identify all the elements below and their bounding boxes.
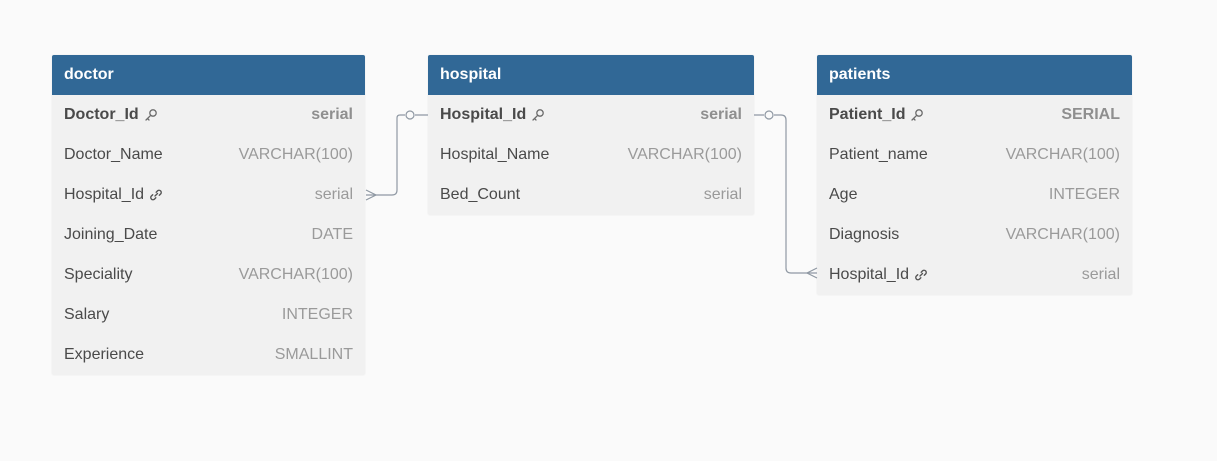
table-patients[interactable]: patients Patient_Id SERIAL Patient_name … xyxy=(817,55,1132,295)
key-icon xyxy=(145,109,157,121)
column-type: serial xyxy=(314,186,353,203)
column-name: Doctor_Id xyxy=(64,106,158,124)
table-row[interactable]: Doctor_Id serial xyxy=(52,95,365,135)
link-icon xyxy=(915,269,927,281)
column-type: serial xyxy=(703,186,742,203)
column-name: Joining_Date xyxy=(64,226,158,243)
table-hospital[interactable]: hospital Hospital_Id serial Hospital_Nam… xyxy=(428,55,754,215)
column-type: VARCHAR(100) xyxy=(238,146,353,163)
column-type: SMALLINT xyxy=(274,346,353,363)
many-marker xyxy=(365,189,378,201)
table-row[interactable]: Salary INTEGER xyxy=(52,295,365,335)
one-marker xyxy=(405,110,415,120)
column-type: VARCHAR(100) xyxy=(627,146,742,163)
key-icon xyxy=(911,109,924,121)
column-name: Age xyxy=(829,186,858,203)
column-type: INTEGER xyxy=(1048,186,1120,203)
key-icon xyxy=(532,109,545,121)
column-type: VARCHAR(100) xyxy=(1005,226,1120,243)
many-marker xyxy=(805,267,818,279)
column-type: serial xyxy=(700,106,742,123)
column-name: Experience xyxy=(64,346,145,363)
column-name: Patient_name xyxy=(829,146,928,163)
table-row[interactable]: Diagnosis VARCHAR(100) xyxy=(817,215,1132,255)
column-type: serial xyxy=(1081,266,1120,283)
column-type: serial xyxy=(311,106,353,123)
column-name: Patient_Id xyxy=(829,106,924,124)
table-row[interactable]: Joining_Date DATE xyxy=(52,215,365,255)
one-marker xyxy=(764,110,774,120)
column-type: SERIAL xyxy=(1061,106,1120,123)
column-name: Speciality xyxy=(64,266,133,283)
column-type: VARCHAR(100) xyxy=(1005,146,1120,163)
column-name: Doctor_Name xyxy=(64,146,163,163)
table-row[interactable]: Hospital_Id serial xyxy=(428,95,754,135)
column-name: Hospital_Name xyxy=(440,146,550,163)
table-header-hospital[interactable]: hospital xyxy=(428,55,754,95)
column-name: Bed_Count xyxy=(440,186,521,203)
table-row[interactable]: Patient_Id SERIAL xyxy=(817,95,1132,135)
column-type: INTEGER xyxy=(281,306,353,323)
column-type: VARCHAR(100) xyxy=(238,266,353,283)
link-icon xyxy=(150,189,162,201)
table-row[interactable]: Speciality VARCHAR(100) xyxy=(52,255,365,295)
table-row[interactable]: Hospital_Id serial xyxy=(52,175,365,215)
table-doctor[interactable]: doctor Doctor_Id serial Doctor_Name VARC… xyxy=(52,55,365,375)
relationship-hospital-patients[interactable] xyxy=(754,110,818,279)
table-row[interactable]: Doctor_Name VARCHAR(100) xyxy=(52,135,365,175)
table-row[interactable]: Age INTEGER xyxy=(817,175,1132,215)
table-header-doctor[interactable]: doctor xyxy=(52,55,365,95)
table-row[interactable]: Hospital_Id serial xyxy=(817,255,1132,295)
column-name: Diagnosis xyxy=(829,226,900,243)
table-row[interactable]: Patient_name VARCHAR(100) xyxy=(817,135,1132,175)
column-name: Hospital_Id xyxy=(829,266,928,284)
column-type: DATE xyxy=(311,226,353,243)
table-header-patients[interactable]: patients xyxy=(817,55,1132,95)
table-row[interactable]: Experience SMALLINT xyxy=(52,335,365,375)
relationship-hospital-doctor[interactable] xyxy=(365,110,428,201)
table-row[interactable]: Hospital_Name VARCHAR(100) xyxy=(428,135,754,175)
table-row[interactable]: Bed_Count serial xyxy=(428,175,754,215)
column-name: Hospital_Id xyxy=(440,106,545,124)
column-name: Salary xyxy=(64,306,110,323)
column-name: Hospital_Id xyxy=(64,186,163,204)
